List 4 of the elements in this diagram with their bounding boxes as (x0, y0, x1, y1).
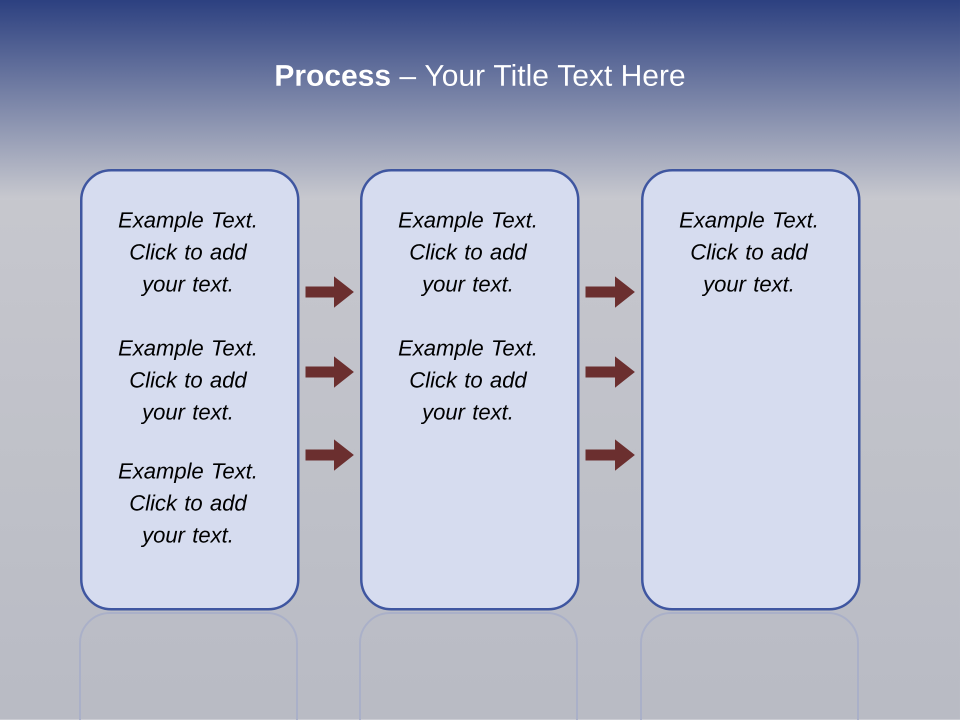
process-box: Example Text. Click to add your text. Example Text. Click to add your text. Example Text. Click to add your text. (80, 169, 300, 610)
process-box: Example Text. Click to add your text. Example Text. Click to add your text. (360, 169, 580, 610)
process-box: Example Text. Click to add your text. (641, 169, 861, 610)
title: Process – Your Title Text Here (276, 64, 684, 86)
